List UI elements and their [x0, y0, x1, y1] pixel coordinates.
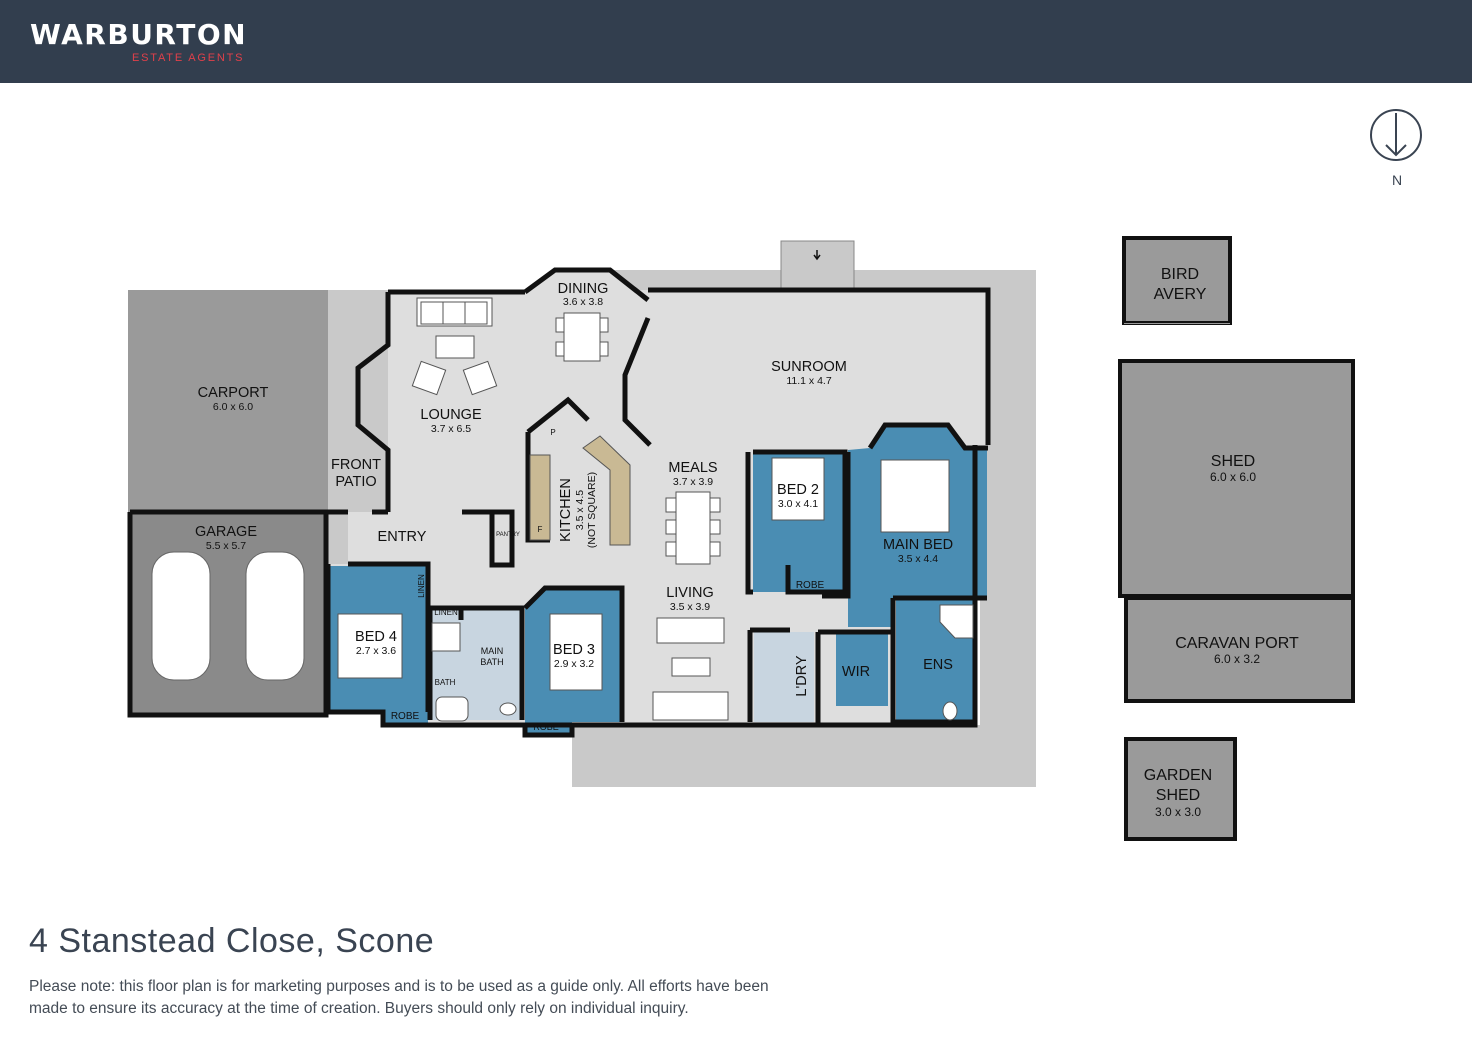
bath-fixtures [431, 604, 974, 722]
garden-shed-label-2: SHED [1156, 787, 1200, 804]
bed2-label: BED 2 [777, 482, 819, 498]
kitchen-note: (NOT SQUARE) [586, 472, 598, 548]
bed3-size: 2.9 x 3.2 [554, 658, 594, 670]
kitchen-label: KITCHEN [558, 478, 574, 542]
kitchen-size: 3.5 x 4.5 [574, 490, 586, 530]
bed2-size: 3.0 x 4.1 [778, 498, 818, 510]
linen-label-2: LINEN [434, 608, 458, 617]
carport-label: CARPORT [198, 385, 269, 401]
carport-size: 6.0 x 6.0 [213, 401, 253, 413]
robe-bed4-label: ROBE [391, 711, 420, 722]
dining-size: 3.6 x 3.8 [563, 296, 603, 308]
bed4-label: BED 4 [355, 629, 397, 645]
laundry-label: L'DRY [794, 655, 810, 697]
bird-avery-label-2: AVERY [1154, 286, 1207, 303]
shed-size: 6.0 x 6.0 [1210, 470, 1256, 484]
main-bed-label: MAIN BED [883, 537, 953, 553]
lounge-size: 3.7 x 6.5 [431, 423, 471, 435]
living-furniture [652, 617, 729, 721]
verandah-area [530, 270, 1036, 787]
garden-shed-building [1124, 737, 1237, 841]
meals-table [665, 491, 721, 565]
beds [337, 457, 950, 691]
dining-table [555, 312, 609, 362]
compass-label: N [1392, 172, 1402, 188]
shed-building [1118, 359, 1355, 598]
front-patio-label-1: FRONT [331, 457, 381, 473]
north-compass-icon [1370, 109, 1422, 161]
linen-label-1: LINEN [417, 574, 426, 598]
kitchen-fridge-f: F [538, 525, 543, 534]
laundry-area [754, 632, 814, 722]
main-bath-label-2: BATH [480, 657, 503, 667]
brand-name: WARBURTON [30, 18, 248, 51]
bed3-label: BED 3 [553, 642, 595, 658]
kitchen-bench [529, 435, 631, 546]
meals-label: MEALS [668, 460, 717, 476]
brand-logo[interactable]: WARBURTON ESTATE AGENTS [30, 18, 248, 65]
garage-label: GARAGE [195, 524, 257, 540]
car-icons [151, 551, 305, 681]
main-bed-size: 3.5 x 4.4 [898, 553, 938, 565]
property-address: 4 Stanstead Close, Scone [29, 922, 435, 960]
dining-label: DINING [558, 281, 609, 297]
lounge-label: LOUNGE [420, 407, 482, 423]
kitchen-pantry-p: P [550, 428, 555, 437]
garden-shed-label-1: GARDEN [1144, 767, 1212, 784]
entry-label: ENTRY [378, 529, 427, 545]
shed-label: SHED [1211, 453, 1255, 470]
lounge-furniture [411, 297, 498, 396]
sunroom-label: SUNROOM [771, 359, 847, 375]
garden-shed-size: 3.0 x 3.0 [1155, 805, 1201, 819]
meals-size: 3.7 x 3.9 [673, 476, 713, 488]
robe-bed2-label: ROBE [796, 580, 825, 591]
living-size: 3.5 x 3.9 [670, 601, 710, 613]
front-patio-label-2: PATIO [335, 474, 376, 490]
ensuite-label: ENS [923, 657, 953, 673]
carport-area [128, 290, 328, 512]
pantry-label: PANTRY [496, 532, 520, 538]
sunroom-size: 11.1 x 4.7 [786, 375, 831, 387]
wir-label: WIR [842, 664, 870, 680]
main-bath-label-1: MAIN [481, 646, 504, 656]
bed4-size: 2.7 x 3.6 [356, 645, 396, 657]
steps [780, 240, 855, 290]
bird-avery-label-1: BIRD [1161, 266, 1199, 283]
disclaimer-note: Please note: this floor plan is for mark… [29, 978, 769, 1017]
caravan-port-label: CARAVAN PORT [1175, 635, 1299, 652]
robe-bed3-label: ROBE [533, 722, 559, 732]
brand-tagline: ESTATE AGENTS [132, 52, 245, 64]
bath-label: BATH [435, 678, 456, 687]
header-bar: WARBURTON ESTATE AGENTS [0, 0, 1472, 83]
garage-size: 5.5 x 5.7 [206, 540, 246, 552]
living-label: LIVING [666, 585, 714, 601]
caravan-port-building [1124, 596, 1355, 703]
caravan-port-size: 6.0 x 3.2 [1214, 652, 1260, 666]
